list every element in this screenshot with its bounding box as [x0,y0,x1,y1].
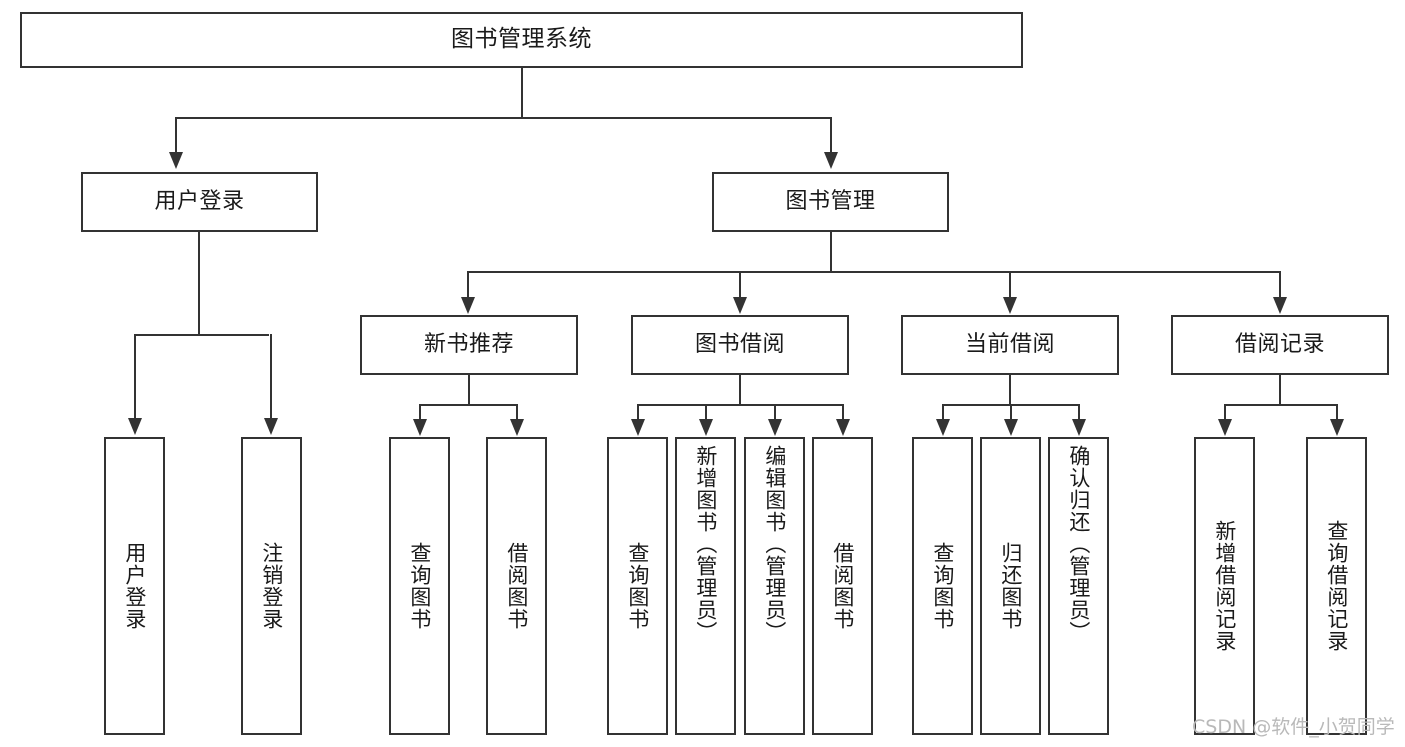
node-label: 查询借阅记录 [1324,520,1349,652]
arrowhead-new-book-leaf-1 [413,419,427,436]
leaf-book-borrow-add-book-admin[interactable]: 新增图书（管理员） [675,437,736,735]
arrowhead-new-book-leaf-2 [510,419,524,436]
node-label: 新书推荐 [423,332,514,358]
node-book-management[interactable]: 图书管理 [712,172,949,232]
connector-new-book-stem [468,375,470,406]
leaf-new-book-query-book[interactable]: 查询图书 [389,437,450,735]
connector-user-login-bus [134,334,269,336]
node-borrow-records[interactable]: 借阅记录 [1171,315,1389,375]
node-label: 查询图书 [930,542,955,630]
node-label: 注销登录 [259,542,284,630]
connector-to-borrow-records [1279,271,1281,299]
arrowhead-to-book-borrow [733,297,747,314]
leaf-logout[interactable]: 注销登录 [241,437,302,735]
arrowhead-borrow-records-leaf-2 [1330,419,1344,436]
connector-book-borrow-leaf-4 [842,404,844,422]
arrowhead-to-book-management [824,152,838,169]
connector-borrow-records-stem [1279,375,1281,406]
connector-book-borrow-leaf-1 [637,404,639,422]
connector-current-borrow-stem [1009,375,1011,406]
connector-new-book-bus [419,404,517,406]
leaf-new-book-borrow-book[interactable]: 借阅图书 [486,437,547,735]
node-label: 归还图书 [998,542,1023,630]
node-user-login[interactable]: 用户登录 [81,172,318,232]
connector-book-borrow-leaf-3 [774,404,776,422]
connector-root-stem [521,68,523,118]
leaf-borrow-records-add-record[interactable]: 新增借阅记录 [1194,437,1255,735]
node-label: 借阅记录 [1234,332,1325,358]
connector-new-book-leaf-1 [419,404,421,422]
connector-borrow-records-leaf-1 [1224,404,1226,422]
leaf-borrow-records-query-record[interactable]: 查询借阅记录 [1306,437,1367,735]
node-label: 查询图书 [407,542,432,630]
node-root-book-management-system[interactable]: 图书管理系统 [20,12,1023,68]
arrowhead-current-borrow-leaf-2 [1004,419,1018,436]
leaf-user-login[interactable]: 用户登录 [104,437,165,735]
connector-root-to-book-management [830,117,832,155]
connector-to-book-borrow [739,271,741,299]
csdn-watermark: CSDN @软件_小贺同学 [1192,716,1395,738]
arrowhead-to-current-borrow [1003,297,1017,314]
connector-book-management-stem [830,232,832,272]
leaf-current-borrow-confirm-return-admin[interactable]: 确认归还（管理员） [1048,437,1109,735]
node-current-borrow[interactable]: 当前借阅 [901,315,1119,375]
connector-user-login-leaf-2 [270,334,272,420]
connector-root-to-user-login [175,117,177,155]
leaf-current-borrow-return-book[interactable]: 归还图书 [980,437,1041,735]
leaf-book-borrow-query-book[interactable]: 查询图书 [607,437,668,735]
connector-current-borrow-leaf-2 [1010,404,1012,422]
arrowhead-book-borrow-leaf-1 [631,419,645,436]
arrowhead-current-borrow-leaf-1 [936,419,950,436]
leaf-book-borrow-borrow-book[interactable]: 借阅图书 [812,437,873,735]
node-label: 新增借阅记录 [1212,520,1237,652]
arrowhead-user-login-leaf-2 [264,418,278,435]
leaf-book-borrow-edit-book-admin[interactable]: 编辑图书（管理员） [744,437,805,735]
connector-new-book-leaf-2 [516,404,518,422]
arrowhead-to-user-login [169,152,183,169]
node-label: 确认归还（管理员） [1066,445,1091,643]
leaf-current-borrow-query-book[interactable]: 查询图书 [912,437,973,735]
arrowhead-user-login-leaf-1 [128,418,142,435]
arrowhead-current-borrow-leaf-3 [1072,419,1086,436]
node-label: 图书管理系统 [451,26,592,53]
connector-book-borrow-leaf-2 [705,404,707,422]
node-new-book-recommend[interactable]: 新书推荐 [360,315,578,375]
connector-to-new-book-recommend [467,271,469,299]
node-label: 图书借阅 [694,332,785,358]
node-label: 借阅图书 [504,542,529,630]
arrowhead-book-borrow-leaf-2 [699,419,713,436]
node-label: 当前借阅 [964,332,1055,358]
node-label: 编辑图书（管理员） [762,445,787,643]
connector-current-borrow-leaf-3 [1078,404,1080,422]
connector-book-borrow-bus [637,404,843,406]
connector-user-login-stem [198,232,200,335]
connector-root-bus [175,117,832,119]
connector-book-management-bus [467,271,1281,273]
arrowhead-to-new-book-recommend [461,297,475,314]
node-label: 借阅图书 [830,542,855,630]
connector-borrow-records-bus [1224,404,1337,406]
arrowhead-borrow-records-leaf-1 [1218,419,1232,436]
node-label: 新增图书（管理员） [693,445,718,643]
node-label: 查询图书 [625,542,650,630]
node-label: 用户登录 [122,542,147,630]
arrowhead-book-borrow-leaf-4 [836,419,850,436]
connector-to-current-borrow [1009,271,1011,299]
arrowhead-to-borrow-records [1273,297,1287,314]
node-label: 图书管理 [785,189,876,215]
connector-current-borrow-leaf-1 [942,404,944,422]
connector-book-borrow-stem [739,375,741,406]
node-book-borrow[interactable]: 图书借阅 [631,315,849,375]
connector-borrow-records-leaf-2 [1336,404,1338,422]
connector-user-login-leaf-1 [134,334,136,420]
node-label: 用户登录 [154,189,245,215]
arrowhead-book-borrow-leaf-3 [768,419,782,436]
